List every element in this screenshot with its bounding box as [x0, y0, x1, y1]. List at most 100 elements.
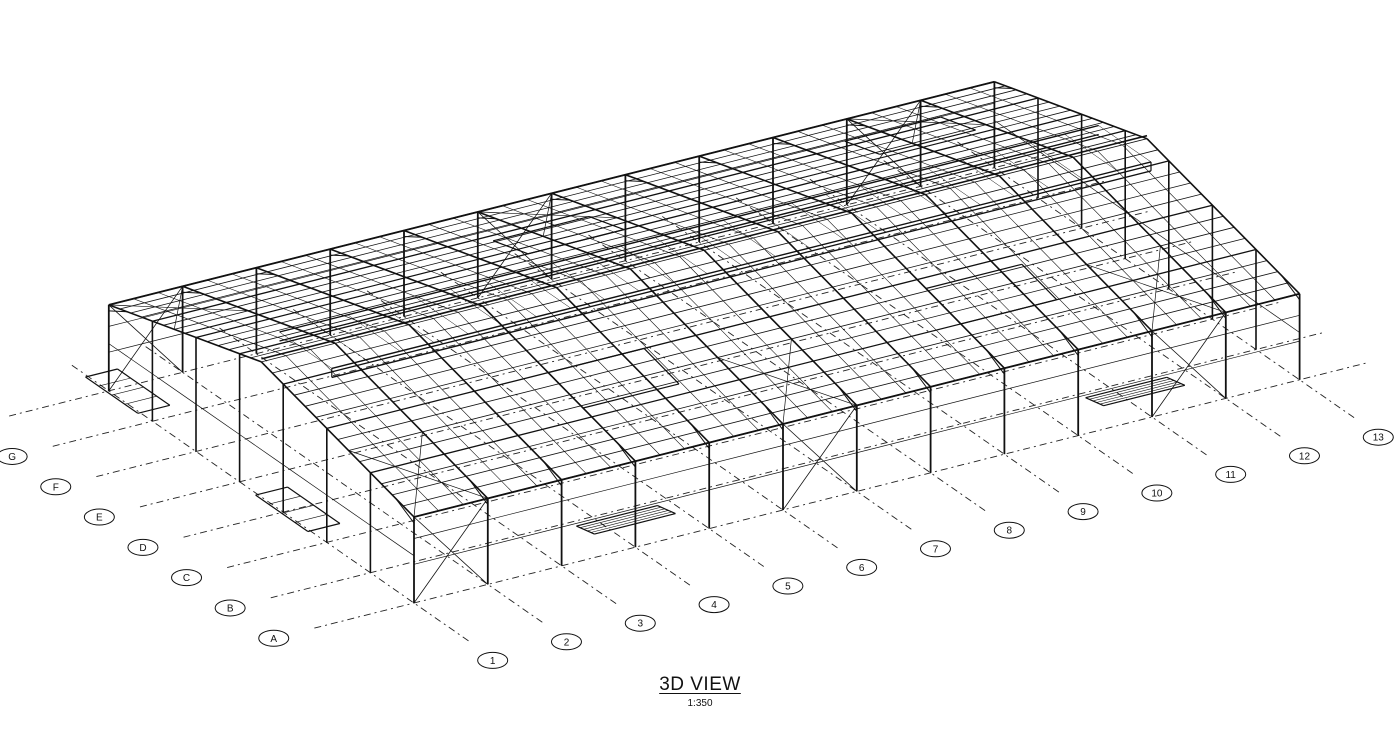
monitor-member: [962, 159, 1015, 197]
grid-bubble-label: D: [139, 543, 146, 554]
canopy-member: [1099, 383, 1182, 405]
haunch: [690, 423, 710, 449]
gable-girt: [1037, 150, 1082, 182]
purlin: [206, 118, 1093, 342]
roof-secondary: [580, 281, 735, 437]
monitor-member: [518, 271, 571, 309]
purlin: [359, 238, 1246, 462]
gable-girt: [283, 464, 327, 496]
purlin: [185, 109, 1071, 334]
wall-brace: [782, 423, 858, 492]
grid-bubble-2: 2: [550, 633, 582, 651]
haunch: [764, 405, 784, 431]
roof-secondary: [654, 262, 808, 419]
grid-line-f: [96, 211, 1149, 478]
grid-bubble-9: 9: [1067, 503, 1099, 521]
grid-bubble-label: 6: [859, 563, 865, 574]
grid-bubble-g: G: [0, 447, 28, 465]
monitor-member: [484, 280, 537, 318]
gable-girt: [239, 434, 284, 466]
canopy-member: [294, 514, 327, 523]
haunch: [542, 460, 563, 487]
grid-bubble-label: 2: [564, 637, 570, 648]
gable-girt: [994, 120, 1039, 151]
haunch: [108, 310, 128, 313]
monitor-member: [450, 288, 503, 326]
purlin: [315, 193, 1202, 418]
grid-bubble-a: A: [258, 629, 290, 647]
monitor-member: [552, 262, 606, 300]
wall-brace: [1151, 330, 1227, 399]
wall-brace: [477, 211, 552, 280]
purlin: [250, 134, 1137, 359]
grid-bubble-label: F: [53, 482, 59, 493]
monitor-member: [654, 237, 708, 274]
canopy-edge: [307, 522, 341, 533]
purlin: [326, 204, 1213, 430]
grid-bubble-label: 5: [785, 581, 791, 592]
purlin: [337, 215, 1224, 440]
canopy-member: [587, 510, 669, 532]
monitor-member: [893, 176, 947, 214]
canopy-member: [579, 506, 662, 528]
grid-bubble-label: 9: [1080, 507, 1086, 518]
canopy-member: [268, 495, 301, 505]
grid-line-1: [69, 363, 469, 642]
grid-line-c: [227, 302, 1279, 568]
monitor-member: [825, 194, 879, 231]
grid-line-8: [585, 233, 986, 512]
roof-secondary: [285, 355, 439, 512]
grid-line-10: [733, 195, 1133, 474]
roof-brace: [477, 211, 618, 219]
rafter: [1146, 138, 1301, 295]
girt: [413, 340, 1300, 565]
canopy-edge: [657, 505, 676, 515]
roof-brace: [108, 304, 249, 312]
purlin: [294, 171, 1180, 396]
roof-opening: [1021, 263, 1058, 301]
grid-bubble-f: F: [40, 478, 72, 496]
grid-bubble-label: 10: [1151, 488, 1163, 499]
roof-opening: [582, 383, 680, 409]
canopy-edge: [594, 513, 676, 535]
grid-bubble-e: E: [83, 508, 115, 526]
grid-bubbles: ABCDEFGH12345678910111213: [0, 428, 1394, 669]
roof-secondary: [133, 298, 287, 356]
gable-girt: [326, 494, 371, 526]
haunch: [469, 479, 489, 505]
purlin: [381, 260, 1267, 485]
purlin: [195, 113, 1082, 339]
gable-girt: [108, 343, 153, 375]
grid-bubble-3: 3: [624, 614, 656, 632]
purlin: [304, 182, 1191, 407]
view-scale: 1:350: [687, 698, 713, 709]
roof-secondary: [900, 200, 1054, 357]
canopy-edge: [137, 404, 170, 414]
monitor-member: [415, 297, 469, 335]
grid-bubble-label: 4: [711, 600, 717, 611]
roof-opening: [492, 240, 529, 255]
grid-bubble-b: B: [214, 599, 246, 617]
monitor-member: [996, 151, 1049, 188]
gable-girt: [1081, 180, 1126, 212]
grid-bubble-label: C: [183, 573, 190, 584]
purlin: [119, 85, 1006, 310]
canopy-edge: [576, 525, 595, 535]
girt: [413, 314, 1300, 539]
grid-line-g: [52, 180, 1105, 447]
canopy-edge: [1103, 384, 1185, 407]
monitor-member: [859, 185, 913, 223]
canopy-member: [1092, 380, 1175, 402]
grid-bubble-5: 5: [772, 577, 804, 595]
purlin: [392, 271, 1278, 496]
monitor-edge: [331, 170, 1152, 379]
roof-opening: [960, 299, 1057, 325]
monitor-member: [723, 219, 776, 257]
grid-bubble-label: 1: [490, 656, 496, 667]
grid-bubble-label: 7: [933, 544, 939, 555]
monitor-member: [586, 254, 640, 292]
canopy-edge: [576, 505, 658, 527]
purlin: [283, 160, 1169, 385]
roof-secondary: [1122, 144, 1276, 301]
grid-bubble-d: D: [127, 538, 159, 556]
